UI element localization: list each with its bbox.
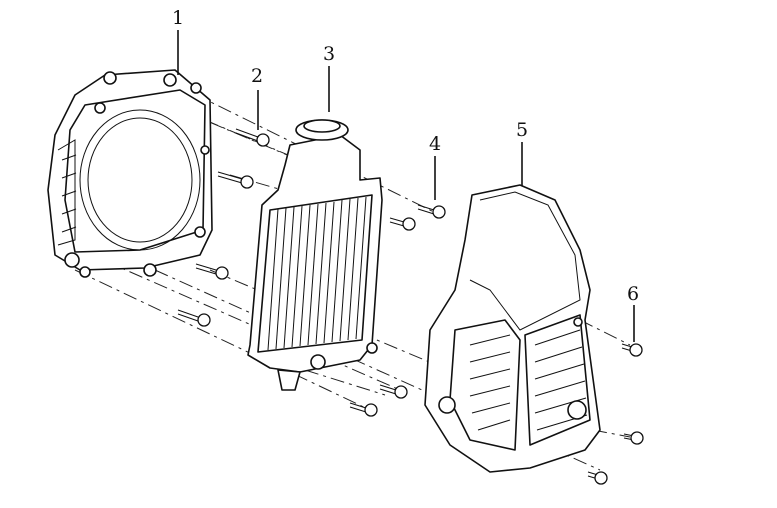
bolt-group-6 xyxy=(587,343,644,485)
bolt xyxy=(389,217,416,231)
fan-shroud-part xyxy=(47,69,213,278)
cover-grille xyxy=(469,329,588,431)
bolt xyxy=(349,402,378,417)
bolt xyxy=(417,204,446,219)
bolt xyxy=(621,343,643,357)
bolt xyxy=(177,309,211,327)
callout-1: 1 xyxy=(172,7,184,29)
callout-2: 2 xyxy=(251,65,263,87)
bolt xyxy=(379,384,408,399)
radiator-fins xyxy=(267,196,367,351)
callout-6: 6 xyxy=(627,283,639,305)
bolt xyxy=(623,431,644,445)
callout-labels: 1 2 3 4 5 6 xyxy=(172,7,639,305)
bolt xyxy=(217,171,254,189)
callout-4: 4 xyxy=(429,133,441,155)
callout-leaders xyxy=(177,30,635,342)
callout-3: 3 xyxy=(323,43,335,65)
bolt xyxy=(587,471,608,485)
radiator-cover-part xyxy=(424,184,601,473)
bolt-group-4 xyxy=(349,204,446,417)
bolt xyxy=(195,263,229,280)
bolt xyxy=(235,128,270,147)
bolt-group-2 xyxy=(177,128,270,327)
callout-5: 5 xyxy=(516,119,528,141)
radiator-part xyxy=(247,119,383,391)
